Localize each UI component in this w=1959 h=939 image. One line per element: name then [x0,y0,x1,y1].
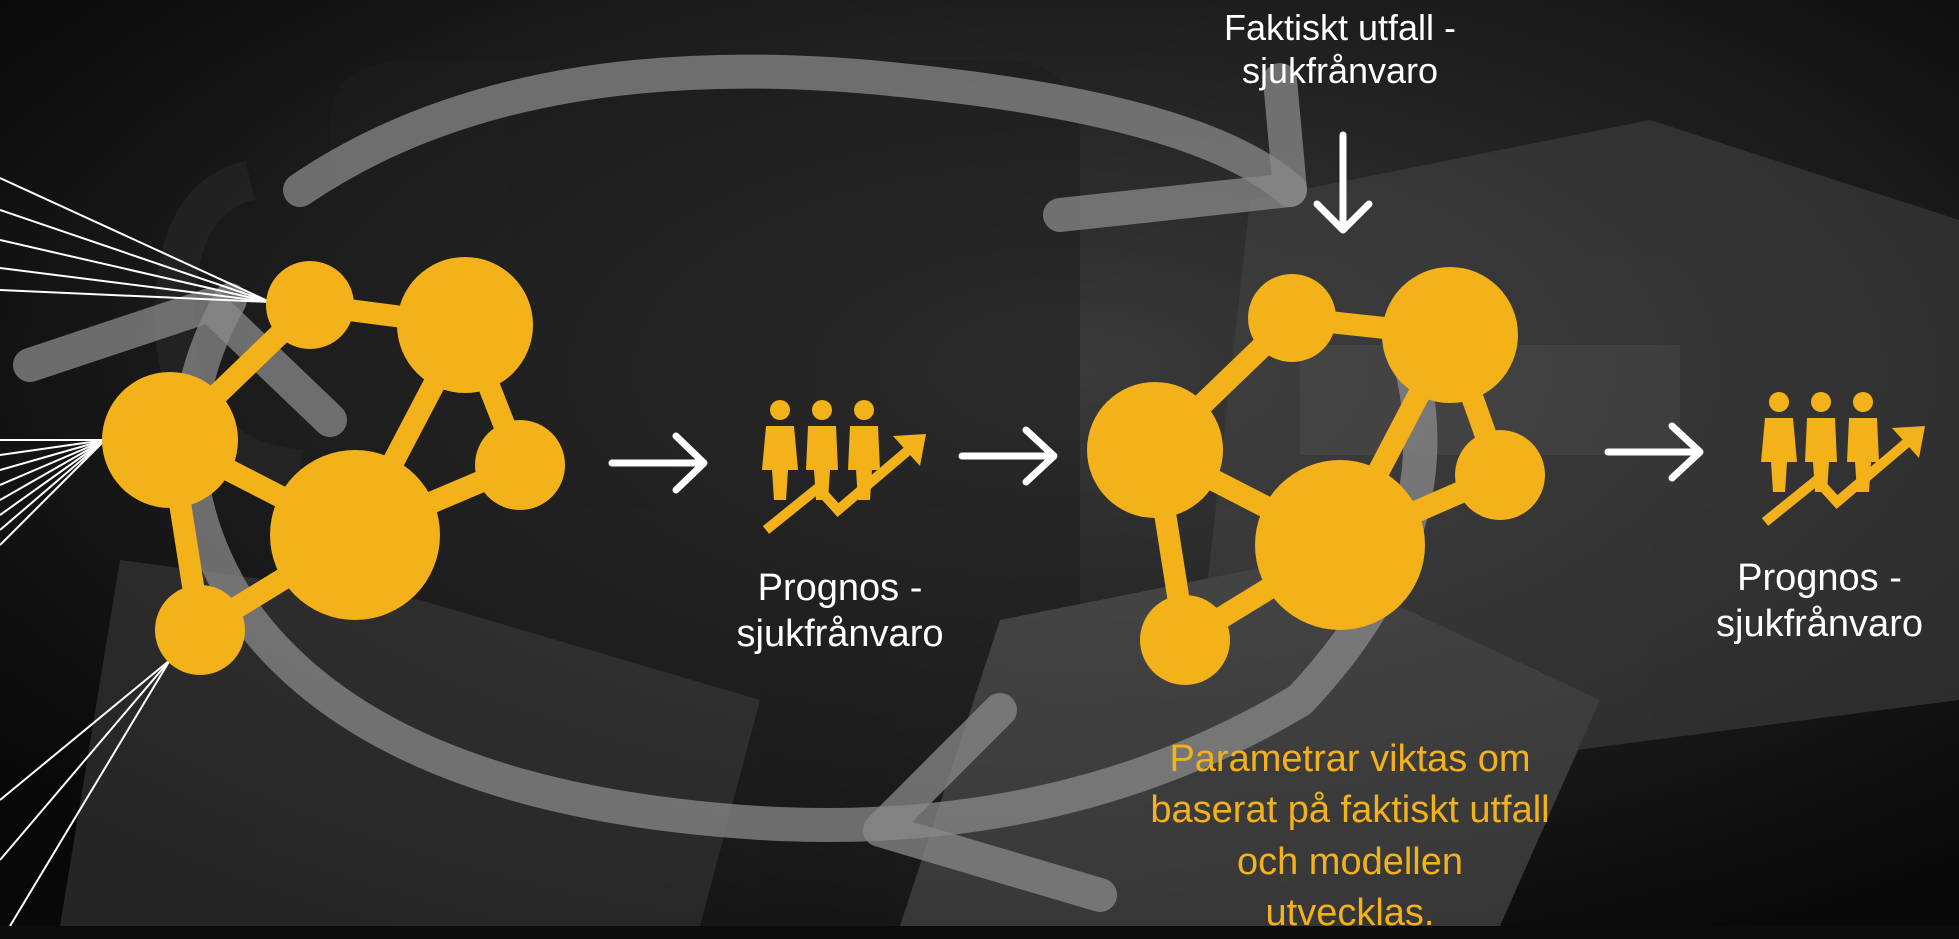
forecast-label-2: Prognos - sjukfrånvaro [1680,556,1959,647]
forecast-1-line-1: Prognos - [757,567,923,609]
actual-outcome-line-1: Faktiskt utfall - [1223,7,1457,48]
network-icon [102,257,565,675]
network-icon [1087,267,1545,685]
down-arrow-icon [1313,131,1373,234]
forecast-1-line-2: sjukfrånvaro [736,612,944,655]
parameters-line-2: baserat på faktiskt utfall [1150,789,1550,832]
actual-outcome-line-2: sjukfrånvaro [1241,50,1439,92]
parameters-line-1: Parametrar viktas om [1169,738,1531,780]
parameters-reweighted-label: Parametrar viktas om baserat på faktiskt… [1090,734,1610,939]
people-growth-icon [1761,392,1925,526]
right-arrow-icon [958,426,1058,486]
people-growth-icon [762,400,926,534]
parameters-line-4: utvecklas. [1265,891,1435,934]
forecast-label-1: Prognos - sjukfrånvaro [680,566,1000,657]
actual-outcome-label: Faktiskt utfall - sjukfrånvaro [1160,6,1520,92]
parameters-line-3: och modellen [1236,840,1464,883]
forecast-2-line-1: Prognos - [1737,557,1902,599]
forecast-2-line-2: sjukfrånvaro [1716,602,1923,645]
input-lines [0,177,271,926]
right-arrow-icon [1604,422,1704,482]
right-arrow-icon [608,432,708,494]
